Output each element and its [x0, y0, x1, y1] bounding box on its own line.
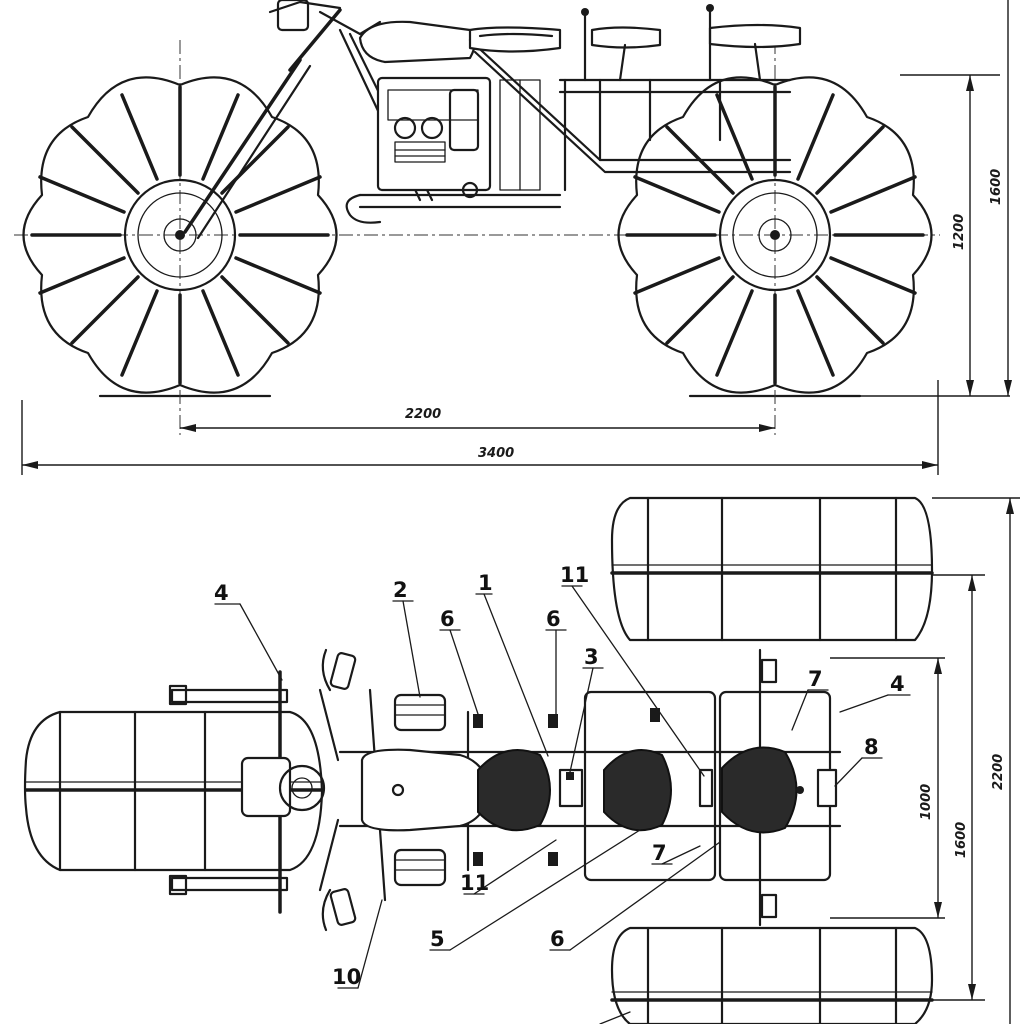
- callout-7-bottom: 7: [652, 841, 667, 865]
- callout-leaders: [214, 585, 911, 1024]
- callout-7-top: 7: [808, 667, 823, 691]
- callout-6-top-left: 6: [440, 607, 455, 631]
- rear-wheel: [617, 76, 933, 394]
- side-view: 2200 3400 1200 1600: [14, 0, 1012, 475]
- callout-3: 3: [584, 645, 599, 669]
- callout-11-top: 11: [560, 563, 589, 587]
- callout-10: 10: [332, 965, 361, 989]
- top-engine-cylinders: [393, 693, 447, 887]
- dim-overall-width: 2200: [991, 754, 1006, 790]
- dim-track-inner: 1000: [919, 784, 934, 820]
- top-dimensions: 1000 1600 2200: [830, 497, 1020, 1024]
- callout-6-bottom: 6: [550, 927, 565, 951]
- dim-wheelbase: 2200: [405, 407, 441, 422]
- dim-overall-height: 1600: [989, 169, 1004, 205]
- callout-11-bottom: 11: [460, 871, 489, 895]
- top-view: 1000 1600 2200: [23, 496, 1020, 1024]
- front-wheel: [22, 76, 338, 394]
- callout-4-right: 4: [890, 672, 905, 696]
- front-wheel-spokes: [30, 85, 330, 385]
- callout-8: 8: [864, 735, 879, 759]
- callout-labels: 4 2 1 6 6 3 11 7 4 8 11 5 7 6 10: [214, 563, 905, 989]
- fuel-tank: [358, 20, 477, 64]
- top-rear-wheel-upper: [610, 496, 934, 642]
- callout-6-top-mid: 6: [546, 607, 561, 631]
- top-rear-wheel-lower: [610, 926, 934, 1024]
- top-fuel-tank: [360, 748, 492, 832]
- callout-1: 1: [478, 571, 493, 595]
- side-dimensions: 2200 3400 1200 1600: [21, 0, 1012, 475]
- side-seats: [468, 4, 802, 82]
- dim-axle-height: 1200: [952, 214, 967, 250]
- callout-2: 2: [393, 578, 408, 602]
- dim-overall-length: 3400: [478, 446, 514, 461]
- callout-5: 5: [430, 927, 445, 951]
- dim-track-mid: 1600: [954, 822, 969, 858]
- engine: [376, 76, 541, 199]
- top-seats: [477, 746, 838, 834]
- callout-4-left: 4: [214, 581, 229, 605]
- front-mount-frame: [168, 670, 326, 914]
- front-wheel-lobes: [22, 76, 338, 394]
